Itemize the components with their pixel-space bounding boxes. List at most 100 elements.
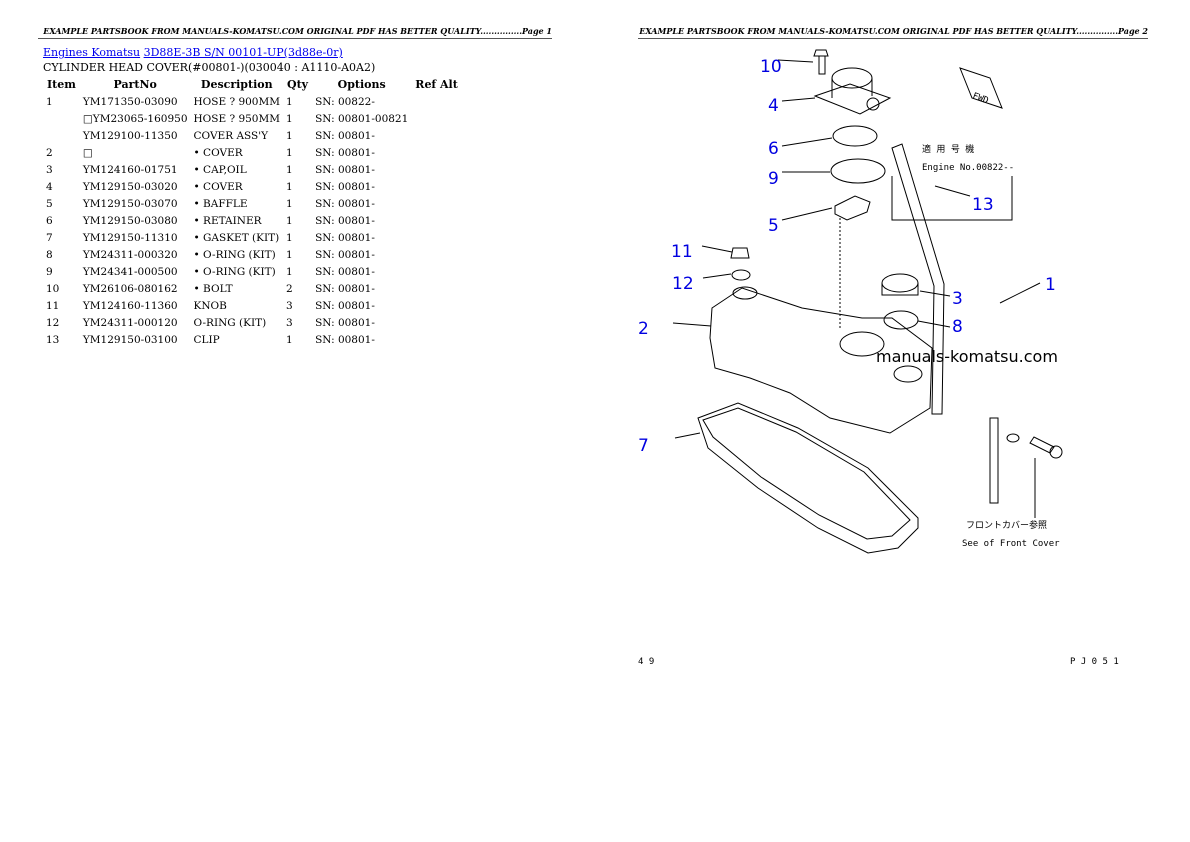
qty-cell: 1 xyxy=(286,146,293,159)
watermark: manuals-komatsu.com xyxy=(876,347,1058,366)
applicable-engine-label-jp: 適 用 号 機 xyxy=(922,143,974,155)
ref-alt-cell xyxy=(411,93,462,110)
options-cell: SN: 00801- xyxy=(315,214,375,227)
qty-cell: 1 xyxy=(286,112,293,125)
qty-cell: 1 xyxy=(286,333,293,346)
item-cell: 12 xyxy=(46,316,60,329)
front-cover-note-jp: フロントカバー参照 xyxy=(966,519,1047,531)
callout-11: 11 xyxy=(671,242,693,262)
ref-alt-cell xyxy=(411,314,462,331)
table-row: 2 □ • COVER 1 SN: 00801- xyxy=(43,144,462,161)
qty-cell: 1 xyxy=(286,129,293,142)
description-cell: COVER ASS'Y xyxy=(193,129,269,142)
qty-cell: 3 xyxy=(286,316,293,329)
item-cell: 8 xyxy=(46,248,53,261)
description-cell: HOSE ? 900MM xyxy=(193,95,280,108)
item-cell: 13 xyxy=(46,333,60,346)
options-cell: SN: 00801- xyxy=(315,163,375,176)
qty-cell: 1 xyxy=(286,197,293,210)
description-cell: • BOLT xyxy=(193,282,233,295)
qty-cell: 1 xyxy=(286,265,293,278)
ref-alt-cell xyxy=(411,263,462,280)
callout-6: 6 xyxy=(768,139,779,159)
options-cell: SN: 00801- xyxy=(315,146,375,159)
breadcrumb: Engines Komatsu 3D88E-3B S/N 00101-UP(3d… xyxy=(43,46,343,60)
item-cell xyxy=(43,127,80,144)
options-cell: SN: 00822- xyxy=(315,95,375,108)
page-number-left: 4 9 xyxy=(638,657,654,667)
description-cell: HOSE ? 950MM xyxy=(193,112,280,125)
partno-cell: YM24311-000120 xyxy=(82,316,178,329)
partno-cell: YM129150-03070 xyxy=(82,197,178,210)
applicable-engine-label: Engine No.00822-- xyxy=(922,163,1014,173)
callout-2: 2 xyxy=(638,319,649,339)
options-cell: SN: 00801- xyxy=(315,197,375,210)
page1-header: EXAMPLE PARTSBOOK FROM MANUALS-KOMATSU.C… xyxy=(38,26,552,39)
description-cell: • COVER xyxy=(193,146,243,159)
options-cell: SN: 00801- xyxy=(315,316,375,329)
column-header: Qty xyxy=(287,78,309,91)
ref-alt-cell xyxy=(411,297,462,314)
ref-alt-cell xyxy=(411,331,462,348)
partno-cell: YM124160-11360 xyxy=(82,299,178,312)
description-cell: • COVER xyxy=(193,180,243,193)
qty-cell: 2 xyxy=(286,282,293,295)
options-cell: SN: 00801-00821 xyxy=(315,112,409,125)
qty-cell: 1 xyxy=(286,163,293,176)
description-cell: • O-RING (KIT) xyxy=(193,265,276,278)
parts-diagram: FWD 適 用 号 機 Engine No.00822-- フロントカバー参照 … xyxy=(638,49,1119,667)
callout-12: 12 xyxy=(672,274,694,294)
breadcrumb-link-model[interactable]: 3D88E-3B S/N 00101-UP(3d88e-0r) xyxy=(143,46,343,59)
table-body: 1 YM171350-03090 HOSE ? 900MM 1 SN: 00822- □ Y… xyxy=(43,93,462,348)
item-cell: 7 xyxy=(46,231,53,244)
description-cell: • O-RING (KIT) xyxy=(193,248,276,261)
description-cell: • GASKET (KIT) xyxy=(193,231,280,244)
item-cell: 2 xyxy=(46,146,53,159)
ref-alt-cell xyxy=(411,110,462,127)
description-cell: CLIP xyxy=(193,333,220,346)
callout-5: 5 xyxy=(768,216,779,236)
fwd-label: FWD xyxy=(971,91,990,106)
section-title: CYLINDER HEAD COVER(#00801-)(030040 : A1… xyxy=(43,61,376,74)
options-cell: SN: 00801- xyxy=(315,129,375,142)
ref-alt-cell xyxy=(411,127,462,144)
item-cell: 4 xyxy=(46,180,53,193)
figure-code: P J 0 5 1 xyxy=(1070,657,1119,667)
item-cell: 3 xyxy=(46,163,53,176)
column-header: PartNo xyxy=(113,78,157,91)
partno-cell: □ xyxy=(82,146,93,159)
callout-8: 8 xyxy=(952,317,963,337)
qty-cell: 1 xyxy=(286,95,293,108)
column-header: Ref Alt xyxy=(415,78,458,91)
front-cover-note: See of Front Cover xyxy=(962,539,1060,549)
callout-7: 7 xyxy=(638,436,649,456)
item-cell xyxy=(43,110,80,127)
qty-cell: 1 xyxy=(286,248,293,261)
item-cell: 9 xyxy=(46,265,53,278)
options-cell: SN: 00801- xyxy=(315,333,375,346)
item-cell: 10 xyxy=(46,282,60,295)
options-cell: SN: 00801- xyxy=(315,299,375,312)
breadcrumb-link-engines[interactable]: Engines Komatsu xyxy=(43,46,141,59)
options-cell: SN: 00801- xyxy=(315,265,375,278)
callout-1: 1 xyxy=(1045,275,1056,295)
partno-cell: YM124160-01751 xyxy=(82,163,178,176)
page2-header: EXAMPLE PARTSBOOK FROM MANUALS-KOMATSU.C… xyxy=(638,26,1148,39)
options-cell: SN: 00801- xyxy=(315,231,375,244)
callout-13: 13 xyxy=(972,195,994,215)
partno-cell: YM171350-03090 xyxy=(82,95,178,108)
